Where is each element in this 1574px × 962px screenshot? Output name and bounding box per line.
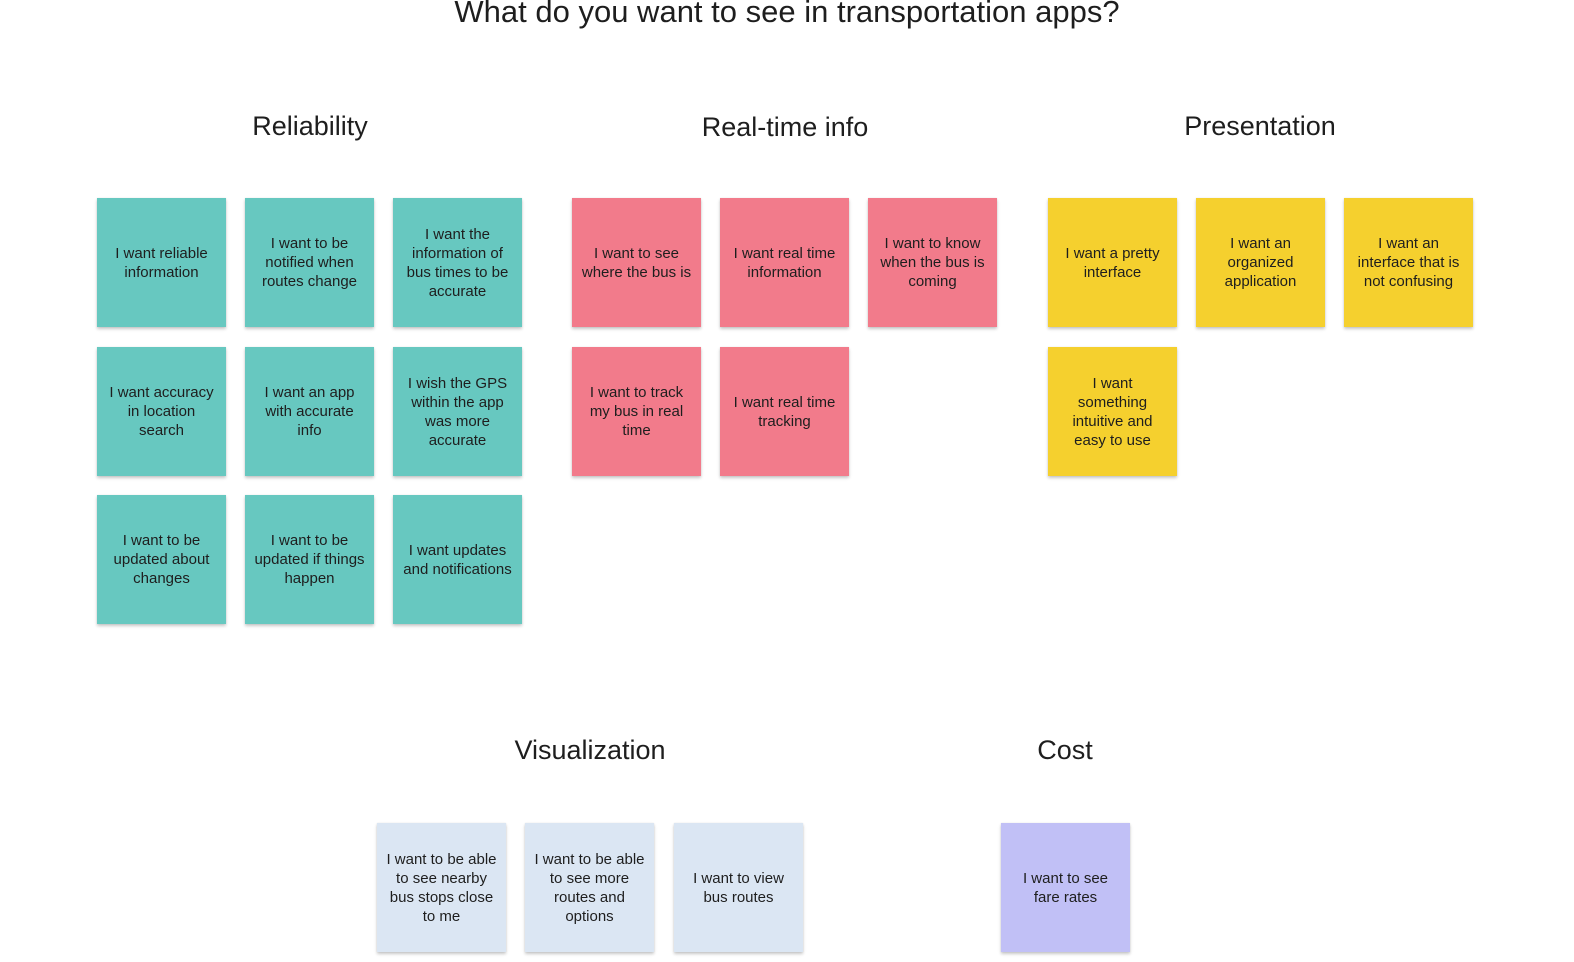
- sticky-note-text: I want real time information: [733, 244, 836, 281]
- sticky-note-presentation[interactable]: I want an interface that is not confusin…: [1344, 198, 1473, 327]
- sticky-note-realtime[interactable]: I want to see where the bus is: [572, 198, 701, 327]
- sticky-note-realtime[interactable]: I want real time tracking: [720, 347, 849, 476]
- group-title-presentation: Presentation: [1184, 111, 1336, 141]
- sticky-note-text: I want real time tracking: [733, 393, 836, 430]
- group-title-reliability: Reliability: [252, 111, 368, 141]
- sticky-note-realtime[interactable]: I want real time information: [720, 198, 849, 327]
- sticky-note-realtime[interactable]: I want to know when the bus is coming: [868, 198, 997, 327]
- sticky-note-text: I want reliable information: [115, 244, 208, 281]
- page-title: What do you want to see in transportatio…: [454, 0, 1120, 29]
- sticky-note-text: I want to see fare rates: [1022, 869, 1109, 906]
- sticky-note-text: I want to be able to see more routes and…: [534, 850, 645, 925]
- sticky-note-text: I want accuracy in location search: [109, 384, 214, 439]
- sticky-note-visualization[interactable]: I want to view bus routes: [674, 823, 803, 952]
- sticky-note-presentation[interactable]: I want an organized application: [1196, 198, 1325, 327]
- sticky-note-text: I want to be notified when routes change: [261, 235, 358, 290]
- sticky-note-visualization[interactable]: I want to be able to see more routes and…: [525, 823, 654, 952]
- sticky-note-reliability[interactable]: I want to be notified when routes change: [245, 198, 374, 327]
- sticky-note-reliability[interactable]: I want reliable information: [97, 198, 226, 327]
- sticky-note-text: I want the information of bus times to b…: [406, 225, 509, 300]
- sticky-note-text: I wish the GPS within the app was more a…: [407, 374, 508, 449]
- sticky-note-text: I want to see where the bus is: [581, 244, 692, 281]
- sticky-note-reliability[interactable]: I want updates and notifications: [393, 495, 522, 624]
- sticky-note-text: I want something intuitive and easy to u…: [1072, 374, 1153, 449]
- sticky-note-text: I want a pretty interface: [1065, 244, 1160, 281]
- group-title-realtime: Real-time info: [701, 112, 869, 142]
- sticky-note-reliability[interactable]: I want an app with accurate info: [245, 347, 374, 476]
- sticky-note-cost[interactable]: I want to see fare rates: [1001, 823, 1130, 952]
- sticky-note-reliability[interactable]: I want accuracy in location search: [97, 347, 226, 476]
- sticky-note-text: I want updates and notifications: [403, 541, 512, 578]
- group-title-cost: Cost: [1037, 735, 1093, 765]
- sticky-note-text: I want to be able to see nearby bus stop…: [386, 850, 497, 925]
- sticky-note-visualization[interactable]: I want to be able to see nearby bus stop…: [377, 823, 506, 952]
- sticky-note-reliability[interactable]: I wish the GPS within the app was more a…: [393, 347, 522, 476]
- sticky-note-text: I want an organized application: [1224, 235, 1297, 290]
- sticky-note-presentation[interactable]: I want something intuitive and easy to u…: [1048, 347, 1177, 476]
- sticky-note-reliability[interactable]: I want to be updated about changes: [97, 495, 226, 624]
- sticky-note-text: I want to view bus routes: [693, 869, 784, 906]
- sticky-note-reliability[interactable]: I want to be updated if things happen: [245, 495, 374, 624]
- sticky-note-text: I want to know when the bus is coming: [880, 235, 985, 290]
- sticky-note-text: I want an interface that is not confusin…: [1357, 235, 1460, 290]
- sticky-note-reliability[interactable]: I want the information of bus times to b…: [393, 198, 522, 327]
- group-title-visualization: Visualization: [514, 735, 666, 765]
- sticky-note-realtime[interactable]: I want to track my bus in real time: [572, 347, 701, 476]
- sticky-note-presentation[interactable]: I want a pretty interface: [1048, 198, 1177, 327]
- sticky-note-text: I want to be updated if things happen: [254, 532, 365, 587]
- sticky-note-text: I want to track my bus in real time: [589, 384, 684, 439]
- sticky-note-text: I want to be updated about changes: [113, 532, 210, 587]
- sticky-note-text: I want an app with accurate info: [264, 384, 355, 439]
